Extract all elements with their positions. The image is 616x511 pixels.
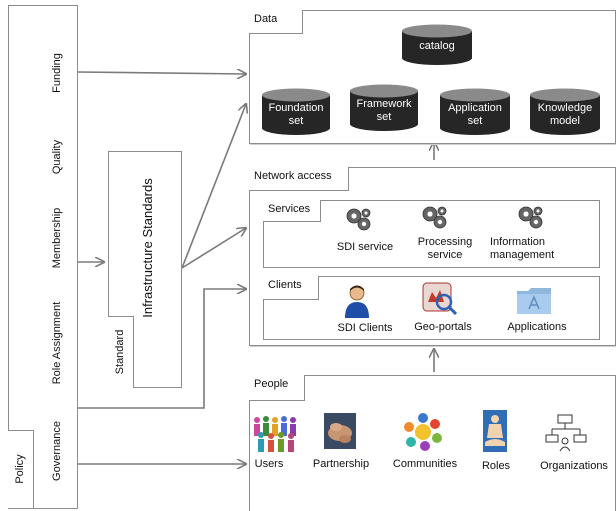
cylinder-shape bbox=[350, 84, 418, 131]
service-processing-label-line1: Processing bbox=[417, 236, 473, 248]
service-information-label-line2: management bbox=[490, 249, 555, 261]
people-partnership-label: Partnership bbox=[312, 458, 370, 470]
standard-tab bbox=[108, 316, 134, 388]
application-label-line1: Application bbox=[448, 102, 502, 114]
sdi-clients-user-icon bbox=[345, 285, 369, 318]
clients-tab: Clients bbox=[263, 276, 319, 300]
knowledge-model-cylinder: Knowledge model bbox=[529, 88, 601, 136]
people-roles-label: Roles bbox=[481, 460, 511, 472]
foundation-set-cylinder: Foundation set bbox=[261, 88, 331, 136]
client-geo-portals-label: Geo-portals bbox=[414, 321, 472, 333]
knowledge-label-line1: Knowledge bbox=[537, 102, 593, 114]
roles-meditation-icon bbox=[483, 410, 507, 452]
arrow-standard-to-data bbox=[181, 104, 246, 269]
cylinder-shape bbox=[402, 24, 472, 65]
people-organizations-label: Organizations bbox=[540, 460, 608, 472]
catalog-label: catalog bbox=[419, 40, 455, 52]
geo-portals-search-icon bbox=[422, 282, 458, 316]
people-tab: People bbox=[249, 375, 305, 401]
service-sdi-label: SDI service bbox=[336, 241, 394, 253]
policy-label: Policy bbox=[14, 454, 26, 484]
client-sdi-clients-label: SDI Clients bbox=[337, 322, 393, 334]
policy-item-quality: Quality bbox=[51, 139, 63, 175]
client-applications-label: Applications bbox=[507, 321, 567, 333]
service-processing-label-line2: service bbox=[427, 249, 463, 261]
services-tab: Services bbox=[263, 200, 321, 222]
standard-label: Standard bbox=[114, 329, 126, 375]
framework-set-cylinder: Framework set bbox=[349, 84, 419, 132]
policy-item-governance: Governance bbox=[51, 421, 63, 481]
network-access-tab: Network access bbox=[249, 167, 349, 191]
users-crowd-icon bbox=[254, 416, 296, 452]
application-set-cylinder: Application set bbox=[439, 88, 511, 136]
arrow-standard-to-services bbox=[181, 228, 246, 269]
processing-service-gears-icon bbox=[422, 206, 447, 229]
framework-label-line1: Framework bbox=[356, 98, 412, 110]
knowledge-label-line2: model bbox=[550, 115, 580, 127]
standard-title: Infrastructure Standards bbox=[140, 178, 155, 318]
policy-item-membership: Membership bbox=[51, 207, 63, 269]
arrow-role-to-clients bbox=[78, 289, 246, 409]
policy-item-funding: Funding bbox=[51, 53, 63, 93]
policy-panel bbox=[8, 5, 78, 509]
policy-item-role-assignment: Role Assignment bbox=[51, 301, 63, 385]
people-panel bbox=[249, 375, 616, 511]
policy-tab bbox=[8, 430, 34, 509]
cylinder-shape bbox=[440, 88, 510, 135]
application-label-line2: set bbox=[467, 115, 483, 127]
applications-folder-icon bbox=[517, 288, 551, 314]
partnership-hands-icon bbox=[324, 413, 356, 449]
foundation-label-line1: Foundation bbox=[268, 102, 324, 114]
information-management-gears-icon bbox=[518, 206, 543, 229]
arrow-funding-to-data bbox=[77, 72, 246, 74]
service-information-label-line1: Information bbox=[490, 236, 546, 248]
people-communities-label: Communities bbox=[392, 458, 458, 470]
cylinder-shape bbox=[530, 88, 600, 135]
data-tab: Data bbox=[249, 10, 303, 34]
sdi-service-gears-icon bbox=[346, 208, 371, 231]
people-users-label: Users bbox=[254, 458, 284, 470]
catalog-cylinder: catalog bbox=[401, 24, 473, 66]
communities-circle-icon bbox=[404, 413, 442, 451]
foundation-label-line2: set bbox=[288, 115, 304, 127]
cylinder-shape bbox=[262, 88, 330, 135]
organizations-chart-icon bbox=[545, 414, 587, 452]
framework-label-line2: set bbox=[376, 111, 392, 123]
